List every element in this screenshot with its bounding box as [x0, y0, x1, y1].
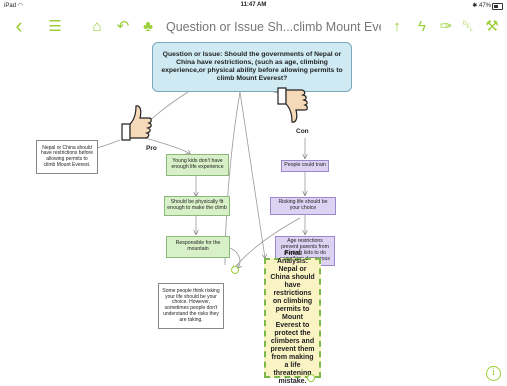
counter-argument-note[interactable]: Some people think risking your life shou… — [158, 283, 224, 329]
back-icon[interactable]: ‹ — [15, 13, 23, 38]
status-left: iPad ◠ — [4, 2, 23, 9]
status-time: 11:47 AM — [240, 2, 267, 8]
thumbs-down-icon — [277, 87, 308, 123]
pro-label: Pro — [146, 145, 157, 152]
con-node[interactable]: People could train — [281, 160, 329, 172]
pro-node[interactable]: Responsible for the mountain — [166, 236, 230, 258]
pro-node[interactable]: Young kids don't have enough life experi… — [166, 154, 229, 176]
info-button[interactable]: i — [486, 366, 501, 381]
diagram-canvas[interactable] — [0, 42, 507, 385]
status-right: ✱ 47% — [472, 2, 491, 9]
con-node[interactable]: Risking life should be your choice — [270, 197, 336, 215]
battery-percent: 47% — [478, 3, 491, 9]
resize-handle-icon[interactable] — [307, 374, 315, 382]
home-icon[interactable]: ⌂ — [92, 18, 102, 35]
list-icon[interactable]: ☰ — [48, 18, 62, 35]
resize-handle-icon[interactable] — [231, 266, 239, 274]
battery-icon — [492, 3, 503, 10]
lightning-icon[interactable]: ϟ — [418, 18, 426, 35]
question-node[interactable]: Question or Issue: Should the government… — [152, 42, 352, 92]
document-title: Question or Issue Sh...climb Mount Evere… — [166, 20, 381, 34]
wifi-icon: ◠ — [17, 3, 23, 9]
undo-icon[interactable]: ↶ — [116, 18, 130, 35]
status-bar: iPad ◠ 11:47 AM ✱ 47% — [0, 0, 507, 12]
trash-icon[interactable]: ␡ — [461, 18, 474, 35]
people-icon[interactable]: ♣ — [143, 18, 153, 35]
wrench-icon[interactable]: ⚒ — [485, 18, 499, 35]
thumbs-up-icon — [121, 105, 152, 141]
device-name: iPad — [4, 3, 17, 9]
con-label: Con — [296, 128, 309, 135]
final-analysis-node[interactable]: Final Analysis: Nepal or China should ha… — [264, 250, 321, 385]
toolbar: ‹ ☰ ⌂ ↶ ♣ Question or Issue Sh...climb M… — [0, 12, 507, 42]
pro-node[interactable]: Should be physically fit enough to make … — [164, 196, 230, 216]
conclusion-note[interactable]: Nepal or China should have restrictions … — [36, 140, 98, 174]
pen-icon[interactable]: ✑ — [439, 18, 453, 35]
bluetooth-icon: ✱ — [472, 3, 478, 9]
share-icon[interactable]: ↑ — [393, 18, 401, 35]
